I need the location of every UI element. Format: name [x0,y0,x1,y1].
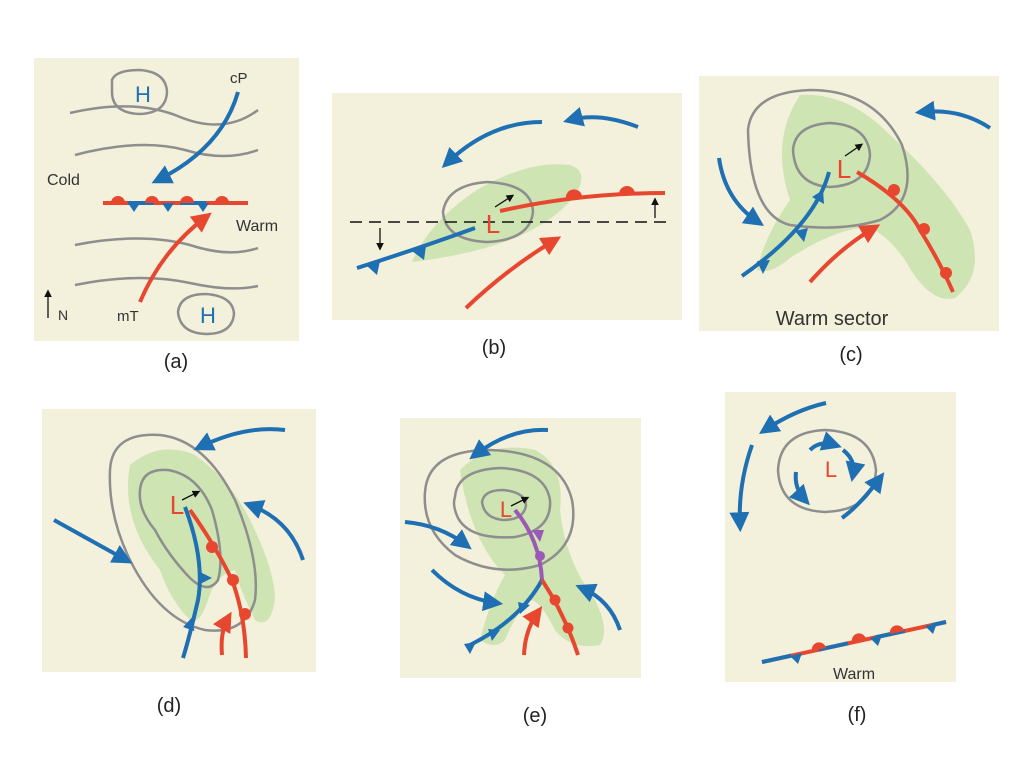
panel-f-caption: (f) [848,704,867,726]
air-mass-label-cp: cP [230,70,248,87]
low-pressure-label: L [500,497,512,522]
panel-a-isobars [69,68,259,336]
panel-a: H H cP mT Cold Warm N (a) [34,58,299,373]
north-label: N [58,307,68,323]
cloud-region [757,94,975,299]
warm-air-flow-arrow-icon [522,606,543,656]
cold-air-flow-arrow-icon [151,91,240,184]
storm-motion-arrow-icon [181,490,201,501]
occluded-front-icon [513,508,545,581]
warm-air-flow-arrow-icon [138,212,212,303]
cold-air-flow-arrow-icon [840,472,885,520]
panel-c: L Warm sector (c) [699,76,999,366]
cold-air-flow-arrow-icon [53,518,133,564]
cold-air-flow-arrow-icon [729,444,754,533]
low-pressure-label: L [486,209,500,239]
cold-air-flow-arrow-icon [914,100,992,130]
panel-b-caption: (b) [482,337,506,359]
warm-label: Warm [236,218,278,235]
cold-front-icon [356,226,476,275]
isobar [441,180,535,244]
panel-f-background [725,392,956,682]
panel-b: L (b) [332,93,682,359]
warm-air-flow-arrow-icon [464,236,562,310]
warm-air-flow-arrow-icon [808,224,881,284]
panel-a-caption: (a) [164,351,188,373]
cold-air-flow-arrow-icon [808,431,842,452]
cold-air-flow-arrow-icon [717,157,764,226]
cold-air-flow-arrow-icon [430,568,504,612]
cold-front-icon [740,171,831,278]
cold-front-icon [464,579,544,654]
warm-sector-label: Warm sector [776,308,889,330]
warm-front-icon [855,170,955,293]
cold-air-flow-arrow-icon [788,471,810,506]
air-mass-label-mt: mT [117,308,139,325]
cold-air-flow-arrow-icon [441,120,543,168]
panel-e: L (e) [400,418,641,727]
low-pressure-label: L [170,490,184,520]
cold-air-flow-arrow-icon [563,107,639,129]
cold-air-flow-arrow-icon [243,500,305,561]
cold-air-flow-arrow-icon [575,583,622,631]
low-pressure-label: L [825,457,837,482]
warm-front-icon [499,186,666,213]
warm-front-icon [540,578,580,656]
cold-air-flow-arrow-icon [404,520,472,550]
cold-air-flow-arrow-icon [193,427,286,451]
cold-air-flow-arrow-icon [469,427,549,460]
low-pressure-label: L [837,154,851,184]
panel-d-caption: (d) [157,695,181,717]
cold-air-flow-arrow-icon [759,401,827,434]
storm-motion-arrow-icon [494,194,515,208]
warm-air-flow-arrow-icon [212,611,232,656]
stationary-front-icon [103,196,248,212]
isobar [776,428,878,514]
storm-motion-arrow-icon [510,496,530,507]
panel-e-caption: (e) [523,705,547,727]
warm-front-icon [188,508,251,659]
storm-motion-arrow-icon [844,143,864,157]
panel-a-background [34,58,299,341]
cold-label: Cold [47,172,80,189]
warm-label: Warm [833,666,875,683]
cloud-region [412,164,582,262]
isobars [746,88,909,229]
high-pressure-label-top: H [135,82,151,107]
panel-f: L Warm (f) [725,392,956,726]
panel-d: L (d) [42,409,316,717]
high-pressure-label-bottom: H [200,303,216,328]
cold-front-icon [181,506,212,659]
panel-c-caption: (c) [839,344,862,366]
stationary-front-icon [761,620,947,664]
cold-air-flow-arrow-icon [841,448,866,483]
